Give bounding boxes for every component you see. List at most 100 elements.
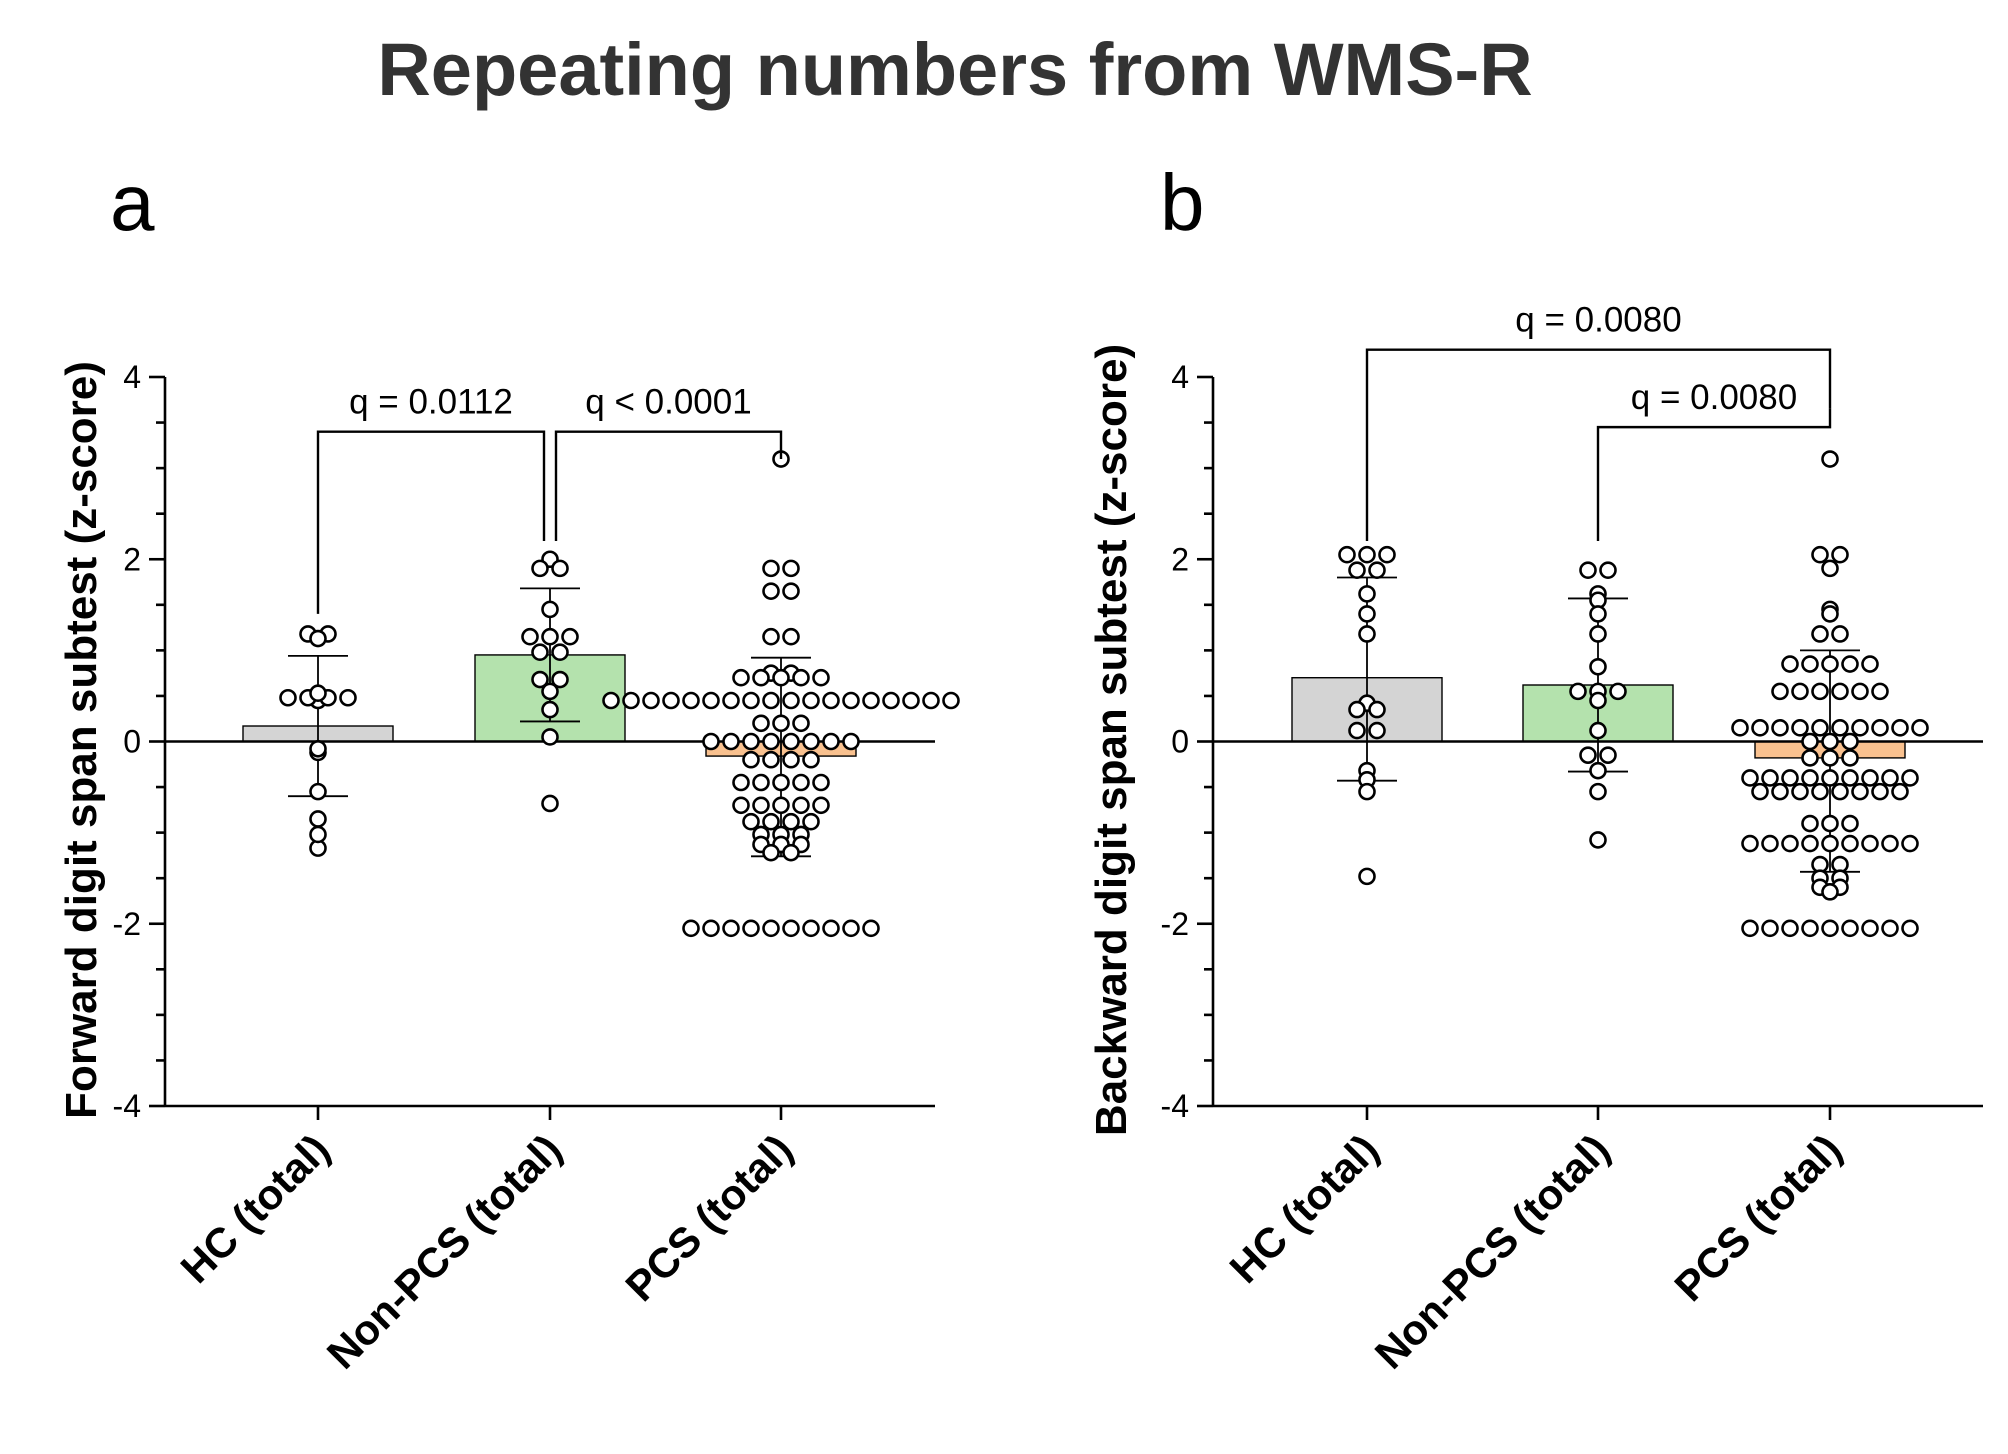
data-point: [1881, 919, 1899, 938]
data-point: [1881, 834, 1899, 853]
data-point: [1801, 732, 1819, 751]
y-tick-label: -4: [113, 1088, 141, 1124]
data-point: [1579, 746, 1597, 764]
data-point: [309, 684, 327, 703]
data-point: [309, 810, 327, 828]
data-point: [762, 732, 780, 751]
data-point: [339, 688, 357, 707]
data-point: [782, 750, 800, 769]
x-tick-label: Non-PCS (total): [1366, 1125, 1619, 1378]
data-point: [1599, 561, 1617, 579]
data-point: [1348, 700, 1366, 719]
data-point: [309, 739, 327, 758]
x-tick-label: PCS (total): [1665, 1125, 1850, 1310]
data-point: [1771, 719, 1789, 737]
data-point: [882, 691, 900, 710]
data-point: [762, 843, 780, 862]
significance-label: q = 0.0112: [349, 383, 513, 422]
data-point: [782, 843, 800, 862]
data-point: [1761, 919, 1779, 938]
data-point: [1821, 732, 1839, 751]
data-point: [1348, 561, 1366, 579]
data-point: [702, 691, 720, 710]
data-point: [1841, 919, 1859, 938]
y-tick-label: 4: [1171, 359, 1189, 395]
data-point: [1801, 655, 1819, 673]
data-point: [1358, 545, 1376, 564]
data-point: [1821, 559, 1839, 578]
data-point: [822, 691, 840, 710]
data-point: [531, 643, 549, 661]
data-point: [1569, 682, 1587, 701]
data-point: [752, 668, 770, 687]
data-point: [1851, 719, 1869, 737]
data-point: [812, 773, 830, 792]
data-point: [862, 919, 880, 938]
data-point: [1831, 719, 1849, 737]
data-point: [1338, 545, 1356, 564]
data-point: [1841, 769, 1859, 787]
data-point: [722, 691, 740, 710]
data-point: [1589, 761, 1607, 780]
data-point: [1851, 682, 1869, 701]
data-point: [1861, 919, 1879, 938]
data-point: [1831, 782, 1849, 801]
data-point: [541, 682, 559, 701]
data-point: [1871, 682, 1889, 701]
data-point: [732, 668, 750, 687]
panel-b-letter: b: [1160, 158, 1205, 247]
data-point: [279, 688, 297, 707]
panel-a: a Forward digit span subtest (z-score) 4…: [57, 158, 960, 1378]
data-point: [1589, 625, 1607, 643]
data-point: [1821, 883, 1839, 901]
data-point: [1781, 919, 1799, 938]
data-point: [1861, 769, 1879, 787]
data-point: [1811, 625, 1829, 643]
data-point: [772, 714, 790, 733]
data-point: [792, 773, 810, 792]
y-tick-label: 0: [1171, 724, 1189, 760]
data-point: [1589, 831, 1607, 849]
data-point: [1589, 657, 1607, 676]
data-point: [1841, 814, 1859, 833]
x-tick-label: HC (total): [172, 1125, 339, 1292]
data-point: [782, 691, 800, 710]
data-point: [772, 773, 790, 792]
data-point: [782, 919, 800, 938]
y-tick-label: -2: [1161, 906, 1189, 942]
data-point: [842, 732, 860, 751]
data-point: [521, 627, 539, 646]
data-point: [531, 559, 549, 578]
data-point: [1841, 655, 1859, 673]
data-point: [1891, 719, 1909, 737]
data-point: [862, 691, 880, 710]
data-point: [309, 782, 327, 801]
data-point: [541, 627, 559, 646]
data-point: [1821, 450, 1839, 468]
data-point: [1741, 769, 1759, 787]
figure-title: Repeating numbers from WMS-R: [377, 28, 1532, 111]
data-point: [742, 691, 760, 710]
data-point: [1811, 682, 1829, 701]
data-point: [792, 796, 810, 815]
data-point: [1751, 782, 1769, 801]
data-point: [782, 559, 800, 578]
data-point: [551, 670, 569, 689]
data-point: [722, 732, 740, 751]
data-point: [1831, 545, 1849, 564]
data-point: [1801, 834, 1819, 853]
data-point: [762, 582, 780, 600]
data-point: [1821, 814, 1839, 833]
data-point: [702, 732, 720, 751]
data-point: [1761, 769, 1779, 787]
data-point: [772, 668, 790, 687]
data-point: [1761, 834, 1779, 853]
data-point: [752, 714, 770, 733]
data-point: [1589, 605, 1607, 623]
data-point: [1751, 719, 1769, 737]
data-point: [1811, 782, 1829, 801]
data-point: [822, 919, 840, 938]
significance-bracket: [554, 430, 783, 542]
data-point: [1811, 545, 1829, 564]
